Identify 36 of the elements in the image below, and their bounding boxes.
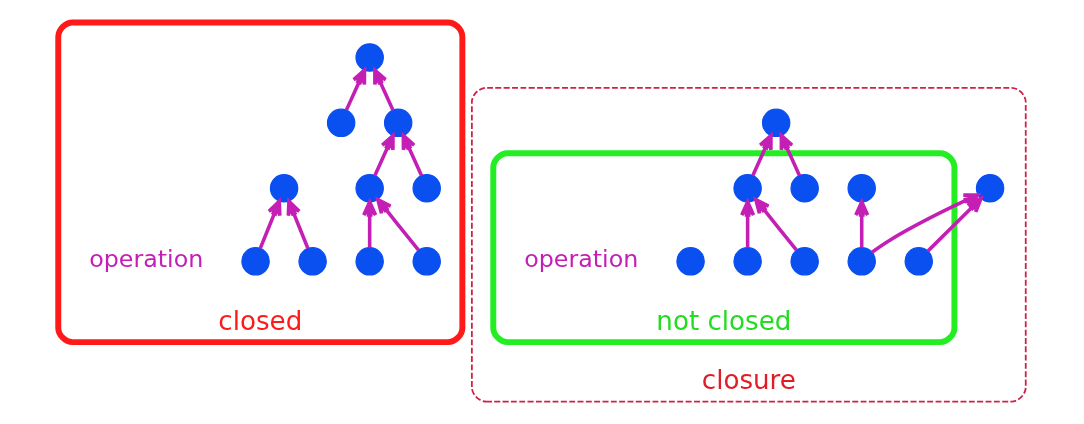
- node-circle: [676, 247, 705, 276]
- label: operation: [89, 245, 204, 274]
- node-circle: [733, 247, 762, 276]
- node-circle: [790, 173, 819, 203]
- arrow: [871, 193, 980, 254]
- node-circle: [355, 173, 384, 203]
- node-circle: [298, 247, 327, 276]
- node-circle: [847, 173, 876, 203]
- label: operation: [524, 245, 639, 274]
- arrow: [754, 197, 798, 252]
- node-circle: [355, 247, 384, 276]
- node-circle: [761, 108, 791, 138]
- node-circle: [383, 108, 413, 138]
- node-circle: [790, 247, 819, 276]
- arrow: [373, 68, 395, 111]
- arrow: [258, 199, 282, 250]
- arrow: [751, 133, 773, 177]
- node-circle: [412, 173, 441, 203]
- arrow: [286, 199, 310, 250]
- node-circle: [269, 173, 299, 203]
- arrow: [401, 133, 424, 177]
- arrow: [739, 200, 756, 248]
- arrow: [344, 68, 367, 111]
- node-circle: [847, 247, 876, 276]
- node-circle: [355, 43, 384, 72]
- node-circle: [412, 247, 441, 276]
- node-circle: [975, 173, 1005, 203]
- arrow: [362, 200, 378, 248]
- arrow: [373, 133, 395, 177]
- node-circle: [733, 173, 762, 203]
- arrow: [854, 200, 870, 248]
- arrow: [376, 197, 420, 252]
- node-circle: [904, 247, 934, 276]
- node-circle: [326, 108, 356, 138]
- node-circle: [241, 247, 270, 276]
- arrow: [779, 133, 802, 177]
